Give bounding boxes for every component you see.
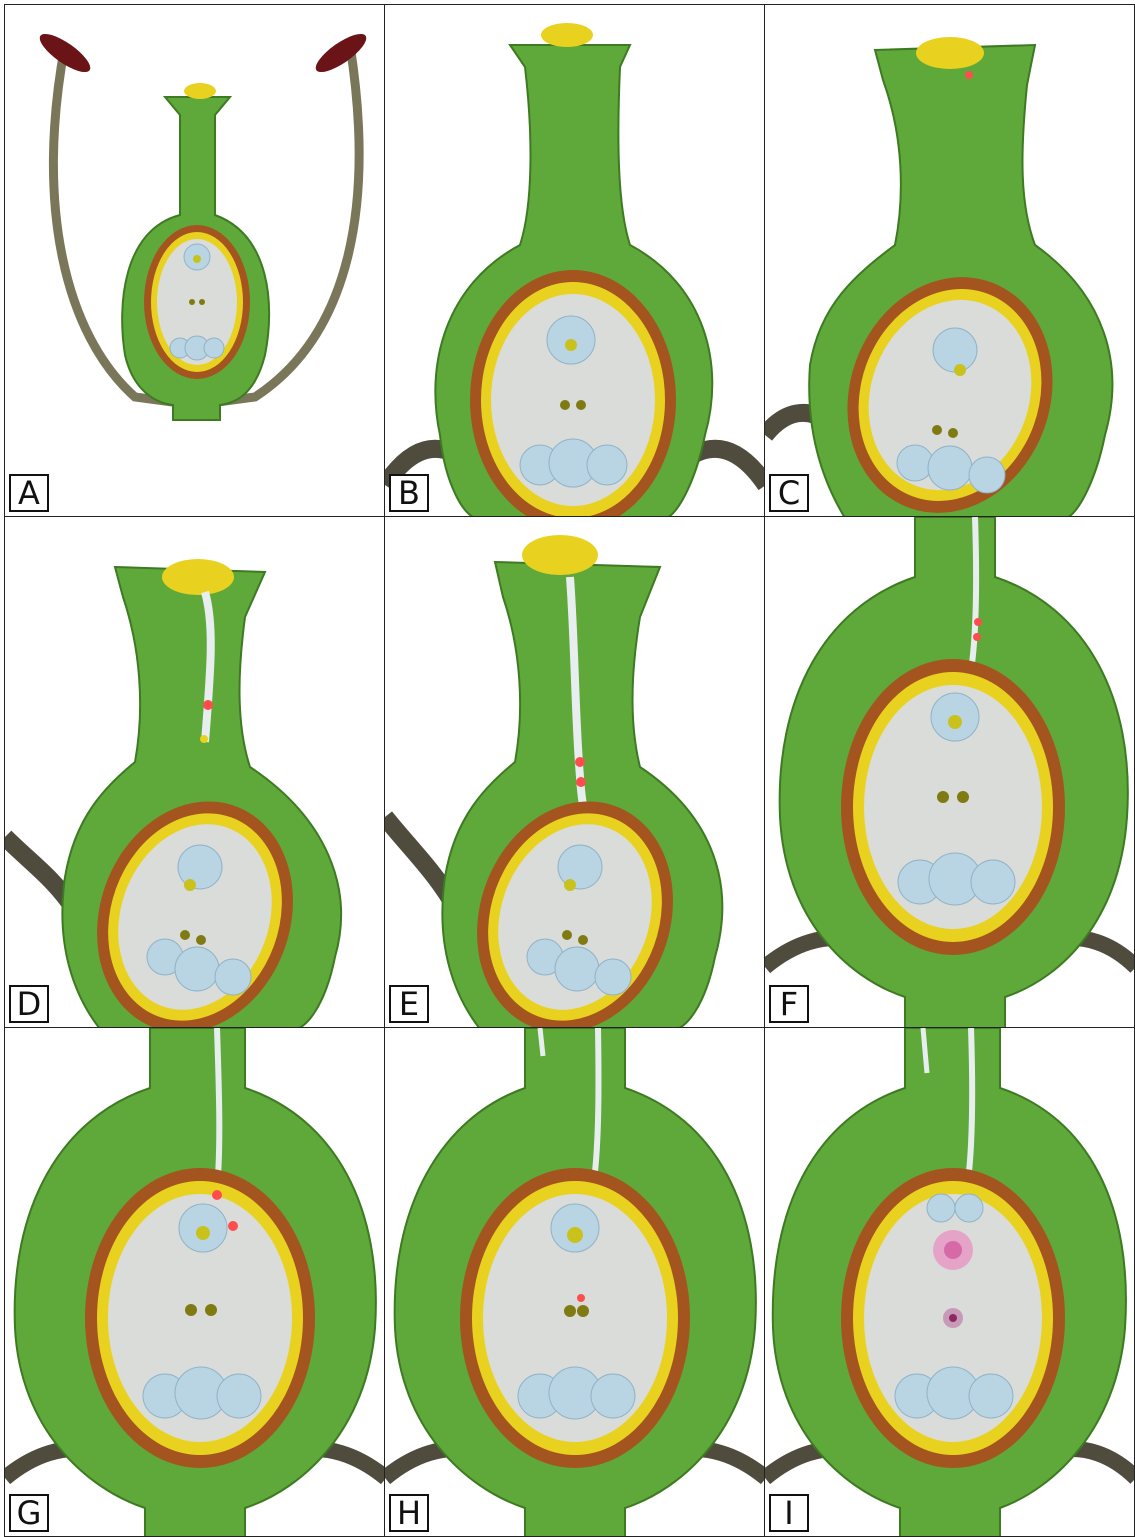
panel-g: G xyxy=(4,1027,385,1537)
panel-label: B xyxy=(389,474,429,512)
panel-f: F xyxy=(764,516,1135,1028)
polar-nucleus xyxy=(185,1304,197,1316)
antipodal-cell xyxy=(595,959,631,995)
panel-c: C xyxy=(764,4,1135,517)
pollen-grain xyxy=(184,83,216,99)
egg-nucleus xyxy=(193,255,201,263)
polar-nucleus xyxy=(937,791,949,803)
polar-nucleus xyxy=(196,935,206,945)
polar-nucleus xyxy=(576,400,586,410)
panel-h: H xyxy=(384,1027,765,1537)
polar-nucleus xyxy=(578,935,588,945)
polar-nucleus xyxy=(577,1305,589,1317)
panel-i-illustration xyxy=(765,1028,1135,1537)
polar-nucleus xyxy=(189,299,195,305)
panel-a: A xyxy=(4,4,385,517)
panel-d-illustration xyxy=(5,517,385,1028)
synergid-cell xyxy=(955,1194,983,1222)
antipodal-cell xyxy=(969,457,1005,493)
tube-nucleus xyxy=(200,735,208,743)
panel-h-illustration xyxy=(385,1028,765,1537)
egg-nucleus xyxy=(565,339,577,351)
egg-nucleus xyxy=(184,879,196,891)
sperm-cell xyxy=(212,1190,222,1200)
antipodal-cell xyxy=(969,1374,1013,1418)
panel-c-illustration xyxy=(765,5,1135,517)
antipodal-cell xyxy=(591,1374,635,1418)
egg-nucleus xyxy=(196,1226,210,1240)
panel-label: I xyxy=(769,1494,809,1532)
panel-label: G xyxy=(9,1494,49,1532)
sperm-cell xyxy=(575,757,585,767)
sperm-cell xyxy=(576,777,586,787)
polar-nucleus xyxy=(564,1305,576,1317)
antipodal-cell xyxy=(555,947,599,991)
polar-nucleus xyxy=(199,299,205,305)
sperm-cell xyxy=(974,618,982,626)
pollen-grain xyxy=(162,559,234,595)
endosperm-nucleolus xyxy=(949,1314,957,1322)
polar-nucleus xyxy=(932,425,942,435)
pollen-tube xyxy=(217,1028,219,1188)
antipodal-cell xyxy=(928,446,972,490)
polar-nucleus xyxy=(205,1304,217,1316)
antipodal-cell xyxy=(897,445,933,481)
panel-label: F xyxy=(769,985,809,1023)
egg-nucleus xyxy=(948,715,962,729)
second-pollen-tube xyxy=(540,1028,543,1056)
panel-d: D xyxy=(4,516,385,1028)
panel-label: H xyxy=(389,1494,429,1532)
polar-nucleus xyxy=(948,428,958,438)
antipodal-cell xyxy=(217,1374,261,1418)
panel-b: B xyxy=(384,4,765,517)
pollen-grain xyxy=(541,23,593,47)
polar-nucleus xyxy=(562,930,572,940)
sperm-cell xyxy=(577,1294,585,1302)
panel-label: E xyxy=(389,985,429,1023)
polar-nucleus xyxy=(957,791,969,803)
panel-b-illustration xyxy=(385,5,765,517)
panel-f-illustration xyxy=(765,517,1135,1028)
zygote-nucleus xyxy=(944,1241,962,1259)
antipodal-cell xyxy=(175,947,219,991)
polar-nucleus xyxy=(180,930,190,940)
egg-cell xyxy=(933,328,977,372)
egg-nucleus xyxy=(564,879,576,891)
antipodal-cell xyxy=(204,338,224,358)
fertilized-nucleus xyxy=(567,1227,583,1243)
antipodal-cell xyxy=(971,860,1015,904)
pollen-grain xyxy=(916,37,984,69)
sperm-cell xyxy=(203,700,213,710)
polar-nucleus xyxy=(560,400,570,410)
anther-right xyxy=(311,28,372,79)
panel-i: I xyxy=(764,1027,1135,1537)
sperm-cell xyxy=(965,71,973,79)
panel-label: C xyxy=(769,474,809,512)
antipodal-cell xyxy=(587,445,627,485)
panel-g-illustration xyxy=(5,1028,385,1537)
panel-e-illustration xyxy=(385,517,765,1028)
sperm-cell xyxy=(228,1221,238,1231)
panel-e: E xyxy=(384,516,765,1028)
antipodal-cell xyxy=(215,959,251,995)
synergid-cell xyxy=(927,1194,955,1222)
egg-nucleus xyxy=(954,364,966,376)
panel-a-illustration xyxy=(5,5,385,517)
pollen-grain xyxy=(522,535,598,575)
sperm-cell xyxy=(973,633,981,641)
panel-label: A xyxy=(9,474,49,512)
panel-label: D xyxy=(9,985,49,1023)
